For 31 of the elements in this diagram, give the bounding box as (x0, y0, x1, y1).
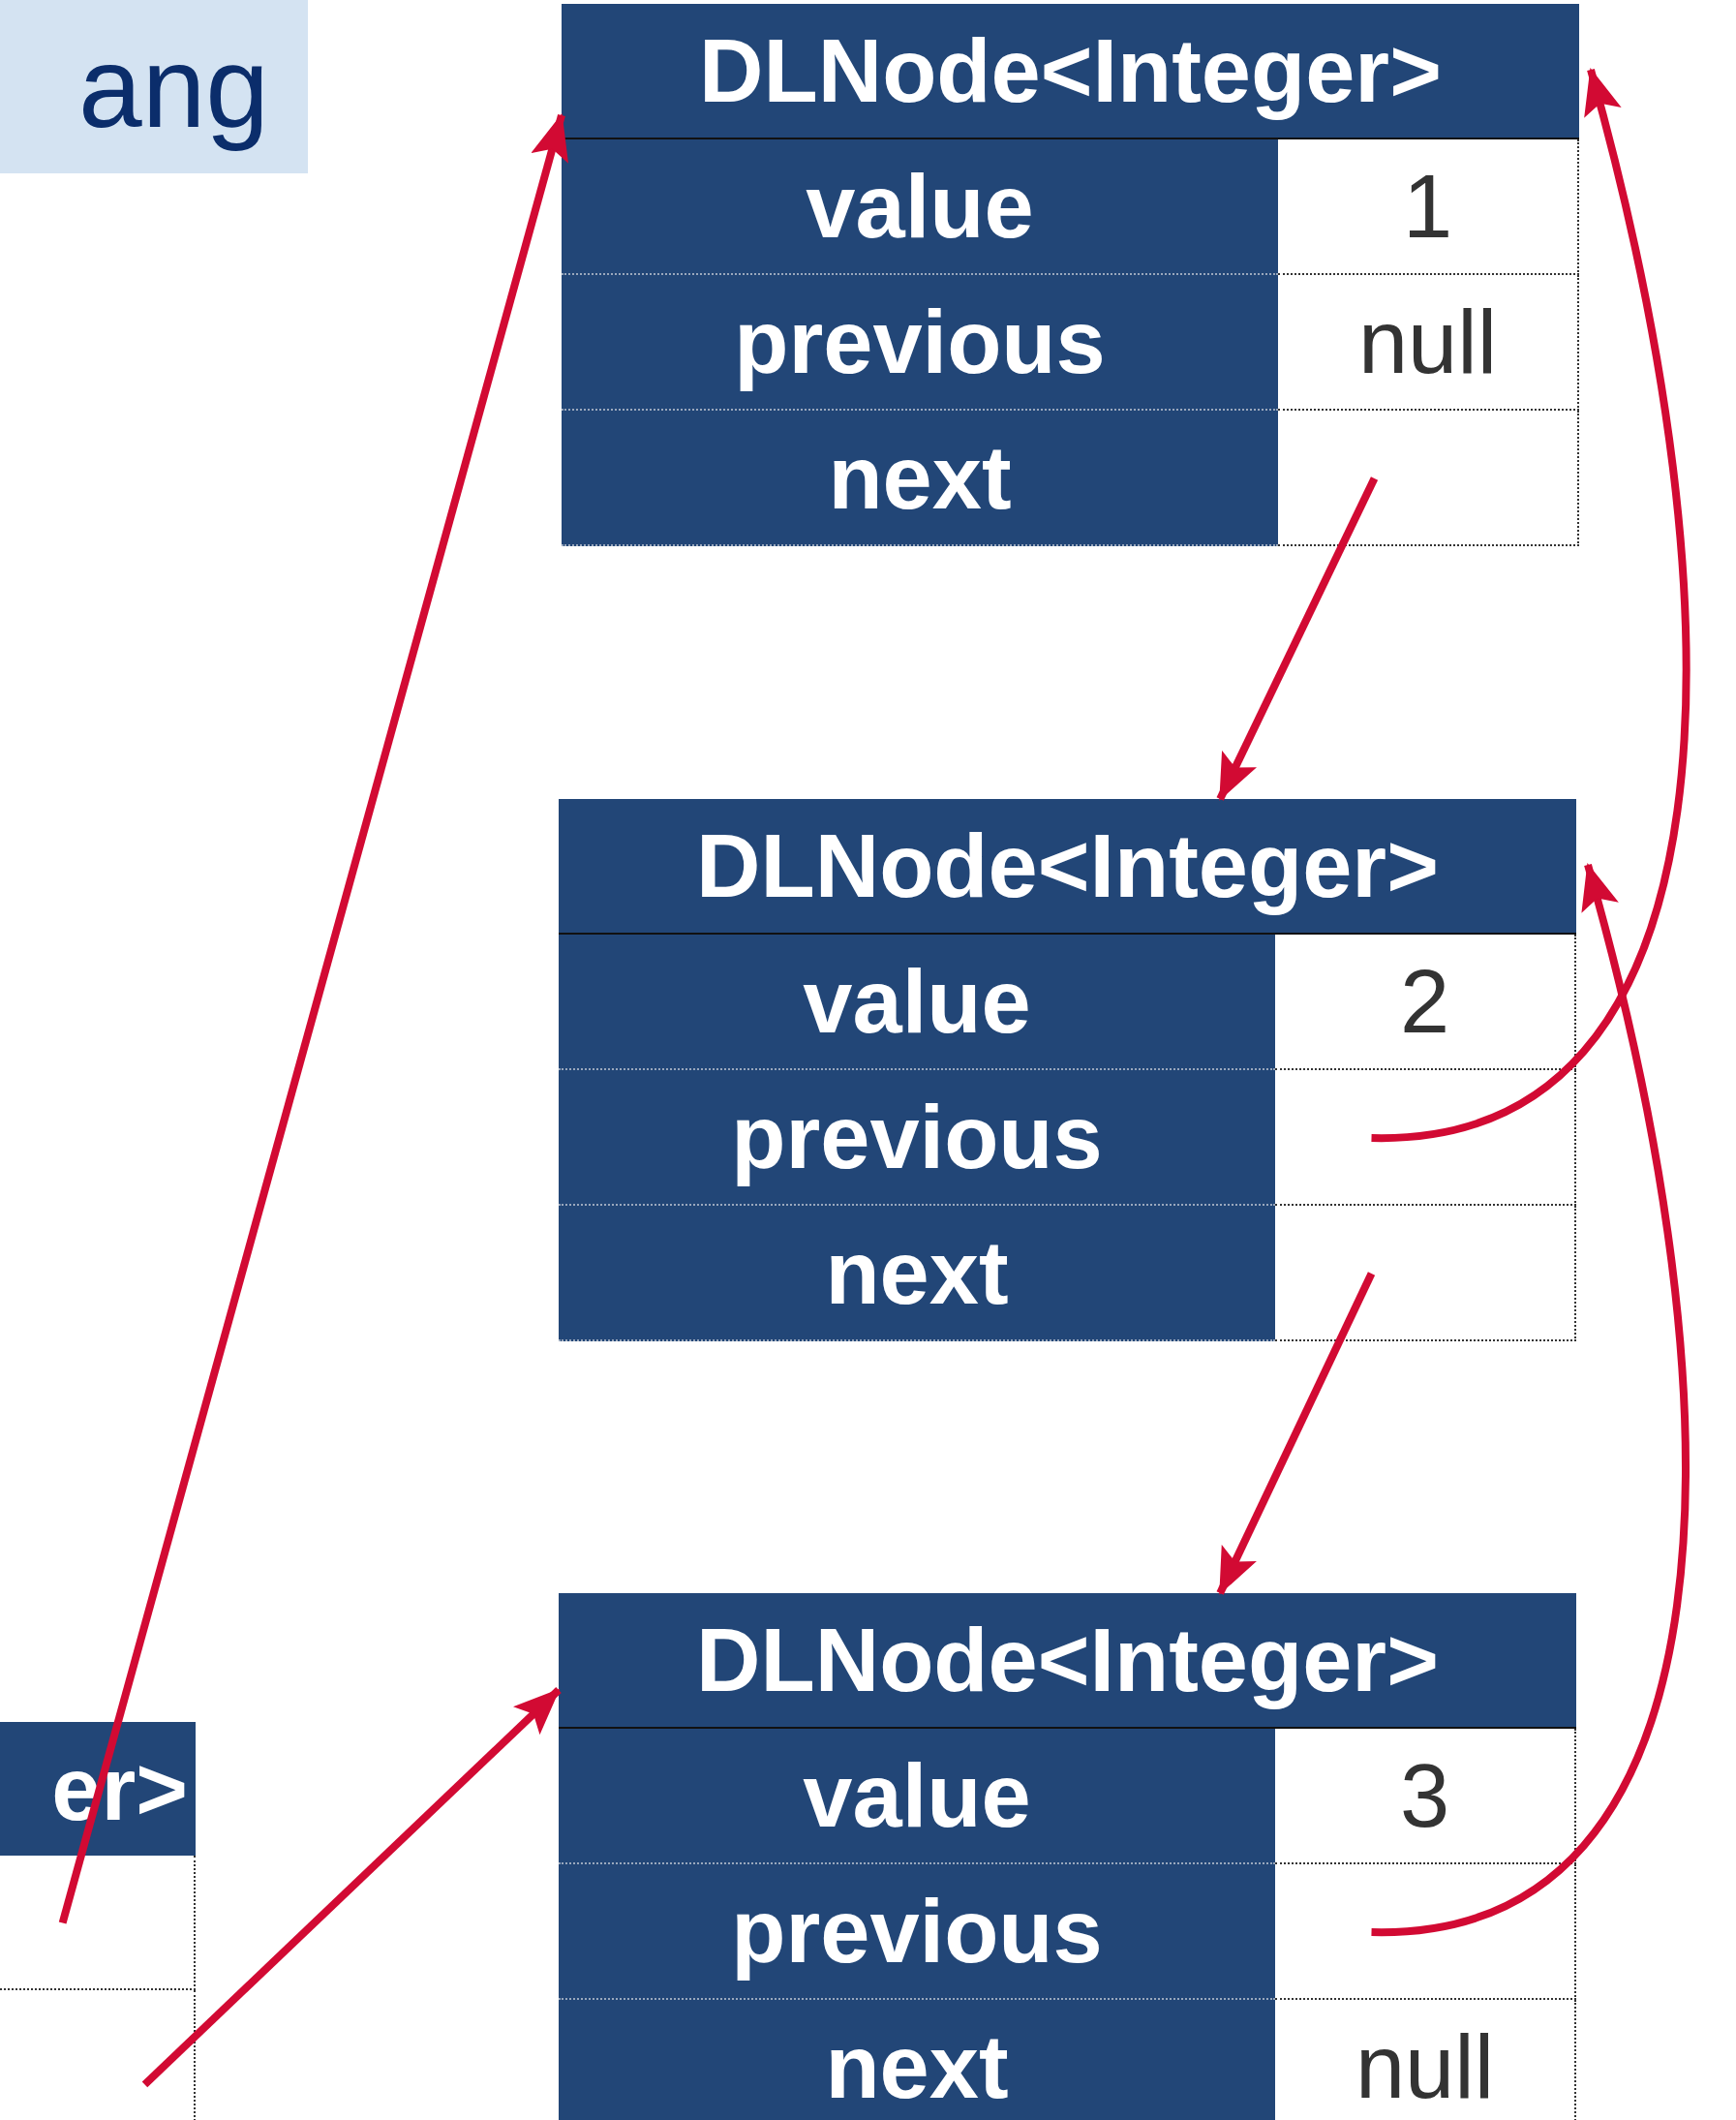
field-label: value (559, 935, 1275, 1070)
field-value: null (1278, 275, 1579, 411)
field-label: value (562, 139, 1278, 275)
class-header: DLNode<Integer> (559, 799, 1576, 936)
field-value-cell (1275, 1864, 1576, 2000)
object-box (559, 799, 1576, 1341)
field-label: value (559, 1729, 1275, 1864)
field-label: next (559, 2000, 1275, 2120)
field-value: 3 (1275, 1729, 1576, 1864)
field-value-cell (1278, 411, 1579, 546)
field-label: previous (562, 275, 1278, 411)
arrow (1216, 476, 1379, 801)
field-value-cell (0, 1856, 196, 1990)
heading-box: ang (0, 0, 308, 173)
arrow (1216, 1272, 1376, 1595)
field-value-cell (1275, 1070, 1576, 1206)
arrow (1371, 863, 1690, 1936)
class-header: DLNode<Integer> (559, 1593, 1576, 1730)
arrow (1371, 68, 1690, 1142)
arrow (58, 113, 569, 1924)
object-box (559, 1593, 1576, 2120)
field-label: next (562, 411, 1278, 546)
field-value: 2 (1275, 935, 1576, 1070)
class-header: DLNode<Integer> (562, 4, 1579, 140)
arrow (141, 1687, 562, 2088)
object-box (562, 4, 1579, 548)
field-label: previous (559, 1864, 1275, 2000)
field-value: 1 (1278, 139, 1579, 275)
field-label: previous (559, 1070, 1275, 1206)
field-label: next (559, 1206, 1275, 1341)
field-value-cell (1275, 1206, 1576, 1341)
